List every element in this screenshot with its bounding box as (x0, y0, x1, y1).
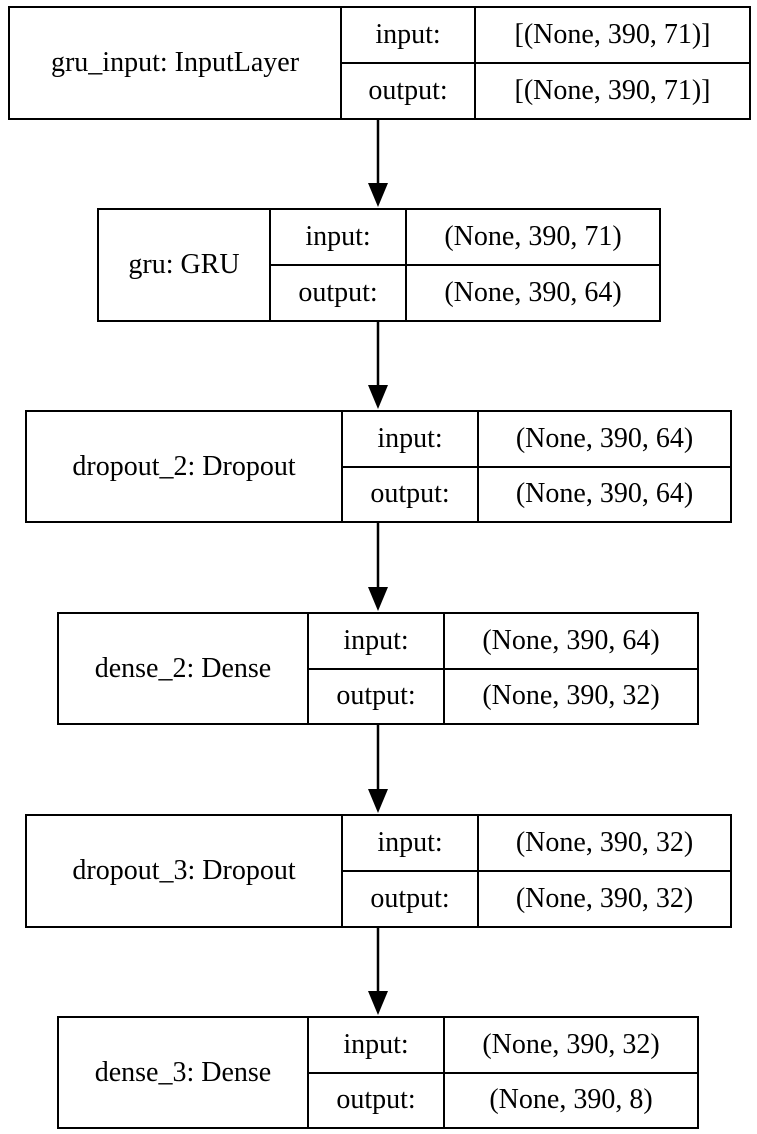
layer-node-dense-3: dense_3: Dense input: (None, 390, 32) ou… (57, 1016, 699, 1129)
layer-node-gru: gru: GRU input: (None, 390, 71) output: … (97, 208, 661, 322)
output-shape: (None, 390, 64) (444, 277, 622, 308)
input-shape: (None, 390, 32) (445, 1018, 697, 1074)
layer-name: dropout_2: Dropout (27, 412, 343, 521)
output-label: output: (342, 64, 476, 118)
output-label: output: (343, 467, 479, 521)
arrowhead-icon (368, 587, 388, 611)
output-label: output: (309, 669, 445, 723)
output-shape: (None, 390, 64) (515, 478, 694, 510)
output-shape: (None, 390, 32) (515, 883, 694, 914)
input-shape: (None, 390, 32) (479, 816, 730, 872)
arrowhead-icon (368, 789, 388, 813)
input-label: input: (309, 614, 445, 670)
edge-1-2 (368, 322, 388, 409)
output-shape: (None, 390, 32) (482, 680, 660, 712)
input-shape: (None, 390, 64) (479, 412, 730, 468)
layer-name: dropout_3: Dropout (27, 816, 343, 926)
input-label: input: (342, 8, 476, 64)
output-label: output: (271, 266, 407, 320)
input-shape: [(None, 390, 71)] (476, 8, 749, 64)
layer-name: gru_input: InputLayer (10, 8, 342, 118)
input-shape: (None, 390, 71) (407, 210, 659, 266)
input-label: input: (309, 1018, 445, 1074)
layer-node-dense-2: dense_2: Dense input: (None, 390, 64) ou… (57, 612, 699, 725)
input-shape: (None, 390, 64) (445, 614, 697, 670)
arrowhead-icon (368, 183, 388, 207)
edge-4-5 (368, 928, 388, 1015)
layer-name: dense_3: Dense (59, 1018, 309, 1127)
layer-node-gru-input: gru_input: InputLayer input: [(None, 390… (8, 6, 751, 120)
layer-node-dropout-3: dropout_3: Dropout input: (None, 390, 32… (25, 814, 732, 928)
input-label: input: (343, 412, 479, 468)
layer-node-dropout-2: dropout_2: Dropout input: (None, 390, 64… (25, 410, 732, 523)
arrowhead-icon (368, 991, 388, 1015)
input-label: input: (343, 816, 479, 872)
arrowhead-icon (368, 385, 388, 409)
output-shape: [(None, 390, 71)] (514, 75, 711, 106)
edge-0-1 (368, 120, 388, 207)
edge-3-4 (368, 725, 388, 813)
layer-name: dense_2: Dense (59, 614, 309, 723)
edge-2-3 (368, 523, 388, 611)
layer-name: gru: GRU (99, 210, 271, 320)
output-label: output: (309, 1073, 445, 1127)
input-label: input: (271, 210, 407, 266)
output-label: output: (343, 872, 479, 926)
output-shape: (None, 390, 8) (489, 1084, 653, 1116)
